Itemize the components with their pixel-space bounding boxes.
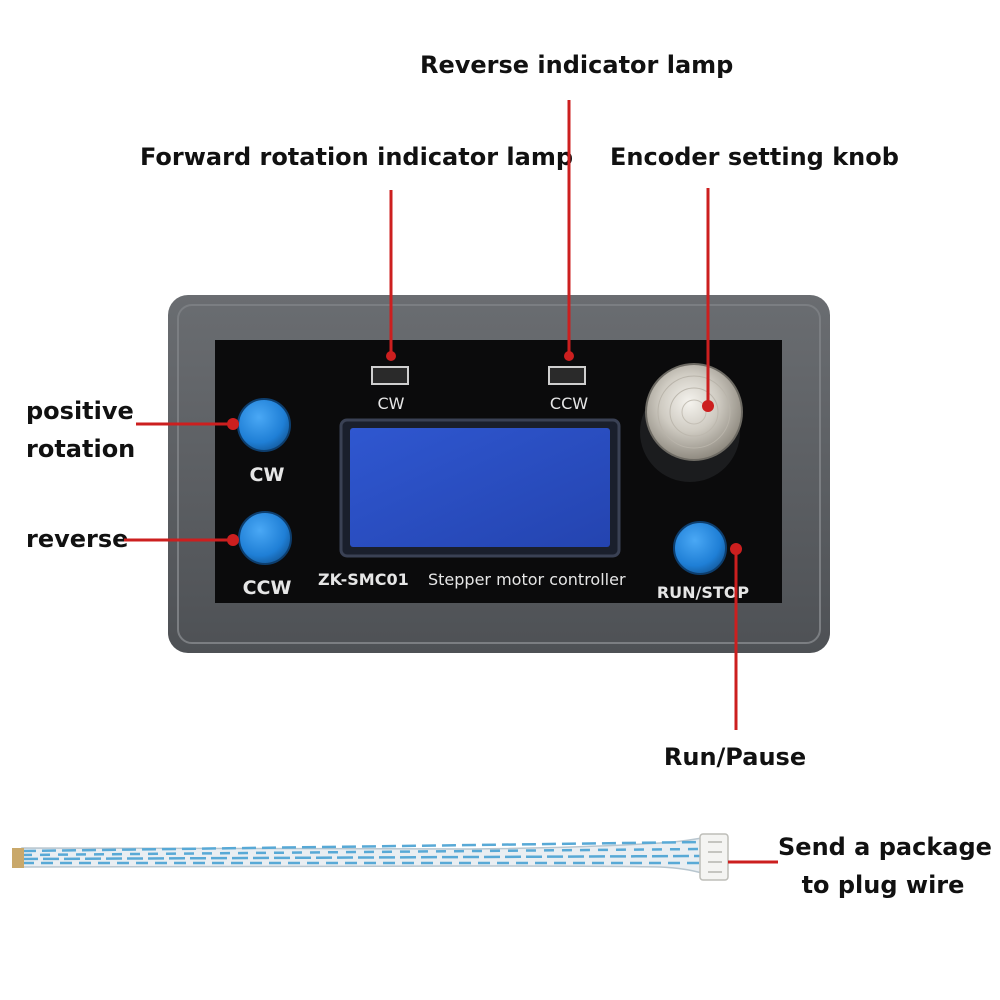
description-label: Stepper motor controller	[428, 570, 626, 589]
forward-lamp-dot	[386, 351, 396, 361]
run-pause-callout: Run/Pause	[663, 743, 807, 771]
forward-lamp-callout: Forward rotation indicator lamp	[140, 143, 574, 171]
encoder-knob-ring-2	[669, 387, 719, 437]
run-pause-dot	[730, 543, 742, 555]
ribbon-wire-2	[21, 847, 703, 857]
positive-rotation-dot	[227, 418, 239, 430]
lamp-cw-label: CW	[378, 394, 405, 413]
cw-button[interactable]	[237, 398, 291, 452]
reverse-lamp-callout: Reverse indicator lamp	[420, 51, 734, 79]
ribbon-wire-1	[21, 840, 703, 853]
reverse-callout: reverse	[26, 525, 129, 553]
cable-callout: Send a package to plug wire	[778, 828, 992, 904]
encoder-knob-ring-3	[681, 399, 707, 425]
encoder-knob[interactable]	[645, 363, 743, 461]
leader-dots	[227, 351, 742, 555]
button-cw-label: CW	[250, 464, 285, 486]
run-stop-button[interactable]	[673, 521, 727, 575]
lcd-display[interactable]	[350, 428, 610, 547]
encoder-knob-ring-1	[657, 375, 731, 449]
encoder-knob-dot	[702, 400, 714, 412]
cable-connector	[699, 833, 729, 881]
ccw-button[interactable]	[238, 511, 292, 565]
positive-rotation-line2: rotation	[26, 435, 136, 463]
positive-rotation-callout: positive rotation	[26, 392, 135, 468]
cable-line2: to plug wire	[801, 871, 965, 899]
ccw-indicator-lamp	[548, 366, 586, 385]
reverse-dot	[227, 534, 239, 546]
cable-line1: Send a package	[778, 833, 992, 861]
model-label: ZK-SMC01	[318, 570, 409, 589]
reverse-lamp-dot	[564, 351, 574, 361]
ribbon-wire-3	[21, 854, 703, 861]
lamp-ccw-label: CCW	[550, 394, 588, 413]
housing-inner-bezel	[177, 304, 821, 644]
cw-indicator-lamp	[371, 366, 409, 385]
encoder-knob-callout: Encoder setting knob	[610, 143, 899, 171]
ribbon-cable	[12, 833, 729, 881]
positive-rotation-line1: positive	[26, 397, 134, 425]
leader-lines	[124, 100, 778, 864]
button-ccw-label: CCW	[243, 577, 292, 599]
button-run-stop-label: RUN/STOP	[657, 583, 750, 602]
cable-left-pins	[12, 848, 24, 868]
